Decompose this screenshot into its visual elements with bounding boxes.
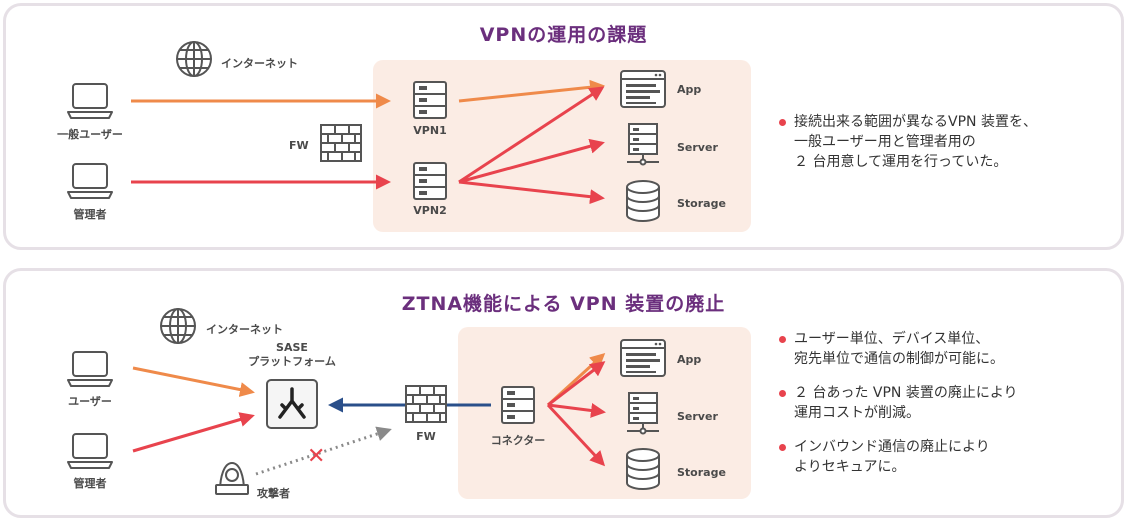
vpn-server-icon — [412, 80, 448, 120]
vpn2-to-storage-arrow — [458, 180, 605, 205]
vpn-server-icon — [412, 161, 448, 201]
connector-server-icon — [500, 385, 536, 425]
issue-notes: 接続出来る範囲が異なるVPN 装置を、 一般ユーザー用と管理者用の ２ 台用意し… — [779, 112, 1037, 172]
vpn1-to-app-arrow — [458, 79, 605, 103]
panel-title: ZTNA機能による VPN 装置の廃止 — [401, 293, 726, 315]
app-label: App — [677, 83, 702, 96]
laptop-icon — [66, 161, 114, 201]
storage-label: Storage — [677, 197, 726, 210]
bullet-text: ユーザー単位、デバイス単位、 宛先単位で通信の制御が可能に。 — [794, 331, 1004, 367]
bullet-item: ユーザー単位、デバイス単位、 宛先単位で通信の制御が可能に。 — [779, 329, 1018, 369]
general-user-label: 一般ユーザー — [57, 128, 123, 141]
app-icon — [619, 338, 667, 378]
sase-platform-label: SASE プラットフォーム — [248, 341, 336, 368]
server-label: Server — [677, 410, 718, 423]
bullet-item: 接続出来る範囲が異なるVPN 装置を、 一般ユーザー用と管理者用の ２ 台用意し… — [779, 112, 1037, 172]
sase-platform-node — [266, 379, 318, 429]
laptop-icon — [66, 81, 114, 121]
bullet-dot-icon — [779, 390, 786, 397]
fw-label: FW — [416, 430, 436, 443]
vpn2-to-server-arrow — [458, 138, 605, 184]
bullet-item: ２ 台あった VPN 装置の廃止により 運用コストが削減。 — [779, 383, 1018, 423]
admin-label: 管理者 — [73, 477, 107, 490]
bullet-dot-icon — [779, 336, 786, 343]
connector-to-storage-arrow — [546, 403, 606, 467]
internet-label: インターネット — [221, 57, 298, 70]
vpn2-label: VPN2 — [413, 204, 447, 217]
fw-label: FW — [289, 139, 309, 152]
server-label: Server — [677, 141, 718, 154]
attacker-label: 攻撃者 — [257, 487, 290, 500]
bullet-item: インバウンド通信の廃止により よりセキュアに。 — [779, 437, 1018, 477]
vpn2-to-app-arrow — [458, 86, 605, 184]
vpn-issue-panel: VPNの運用の課題 インターネット 一般ユーザー 管理者 FW VPN1 VPN… — [3, 3, 1124, 250]
connection-lines — [132, 352, 606, 476]
hacker-icon — [212, 457, 252, 497]
sase-logo-icon — [278, 387, 306, 419]
bullet-dot-icon — [779, 444, 786, 451]
globe-icon — [174, 39, 214, 79]
storage-icon — [623, 179, 663, 223]
connector-to-server-arrow — [547, 403, 606, 418]
firewall-icon — [319, 123, 363, 163]
bullet-dot-icon — [779, 119, 786, 126]
laptop-icon — [66, 431, 114, 471]
app-label: App — [677, 353, 702, 366]
storage-icon — [623, 447, 663, 491]
bullet-text: ２ 台あった VPN 装置の廃止により 運用コストが削減。 — [794, 385, 1018, 421]
benefit-notes: ユーザー単位、デバイス単位、 宛先単位で通信の制御が可能に。 ２ 台あった VP… — [779, 329, 1018, 477]
user-label: ユーザー — [68, 395, 112, 408]
admin-to-sase-arrow — [132, 412, 255, 453]
globe-icon — [158, 306, 198, 346]
ztna-panel: ZTNA機能による VPN 装置の廃止 インターネット ユーザー 管理者 SAS… — [3, 268, 1124, 518]
storage-label: Storage — [677, 466, 726, 479]
bullet-text: 接続出来る範囲が異なるVPN 装置を、 一般ユーザー用と管理者用の ２ 台用意し… — [794, 114, 1037, 170]
server-icon — [623, 122, 663, 166]
bullet-text: インバウンド通信の廃止により よりセキュアに。 — [794, 439, 990, 475]
server-icon — [623, 391, 663, 435]
vpn1-label: VPN1 — [413, 124, 447, 137]
firewall-icon — [404, 384, 448, 424]
internet-label: インターネット — [206, 323, 283, 336]
connector-to-app-admin-arrow — [547, 361, 606, 407]
laptop-icon — [66, 349, 114, 389]
user-to-sase-arrow — [132, 366, 255, 397]
app-icon — [619, 69, 667, 109]
connector-label: コネクター — [490, 434, 546, 447]
panel-title: VPNの運用の課題 — [479, 24, 648, 46]
connection-lines — [131, 79, 605, 205]
admin-label: 管理者 — [73, 208, 107, 221]
blocked-x-icon: ✕ — [307, 444, 326, 469]
